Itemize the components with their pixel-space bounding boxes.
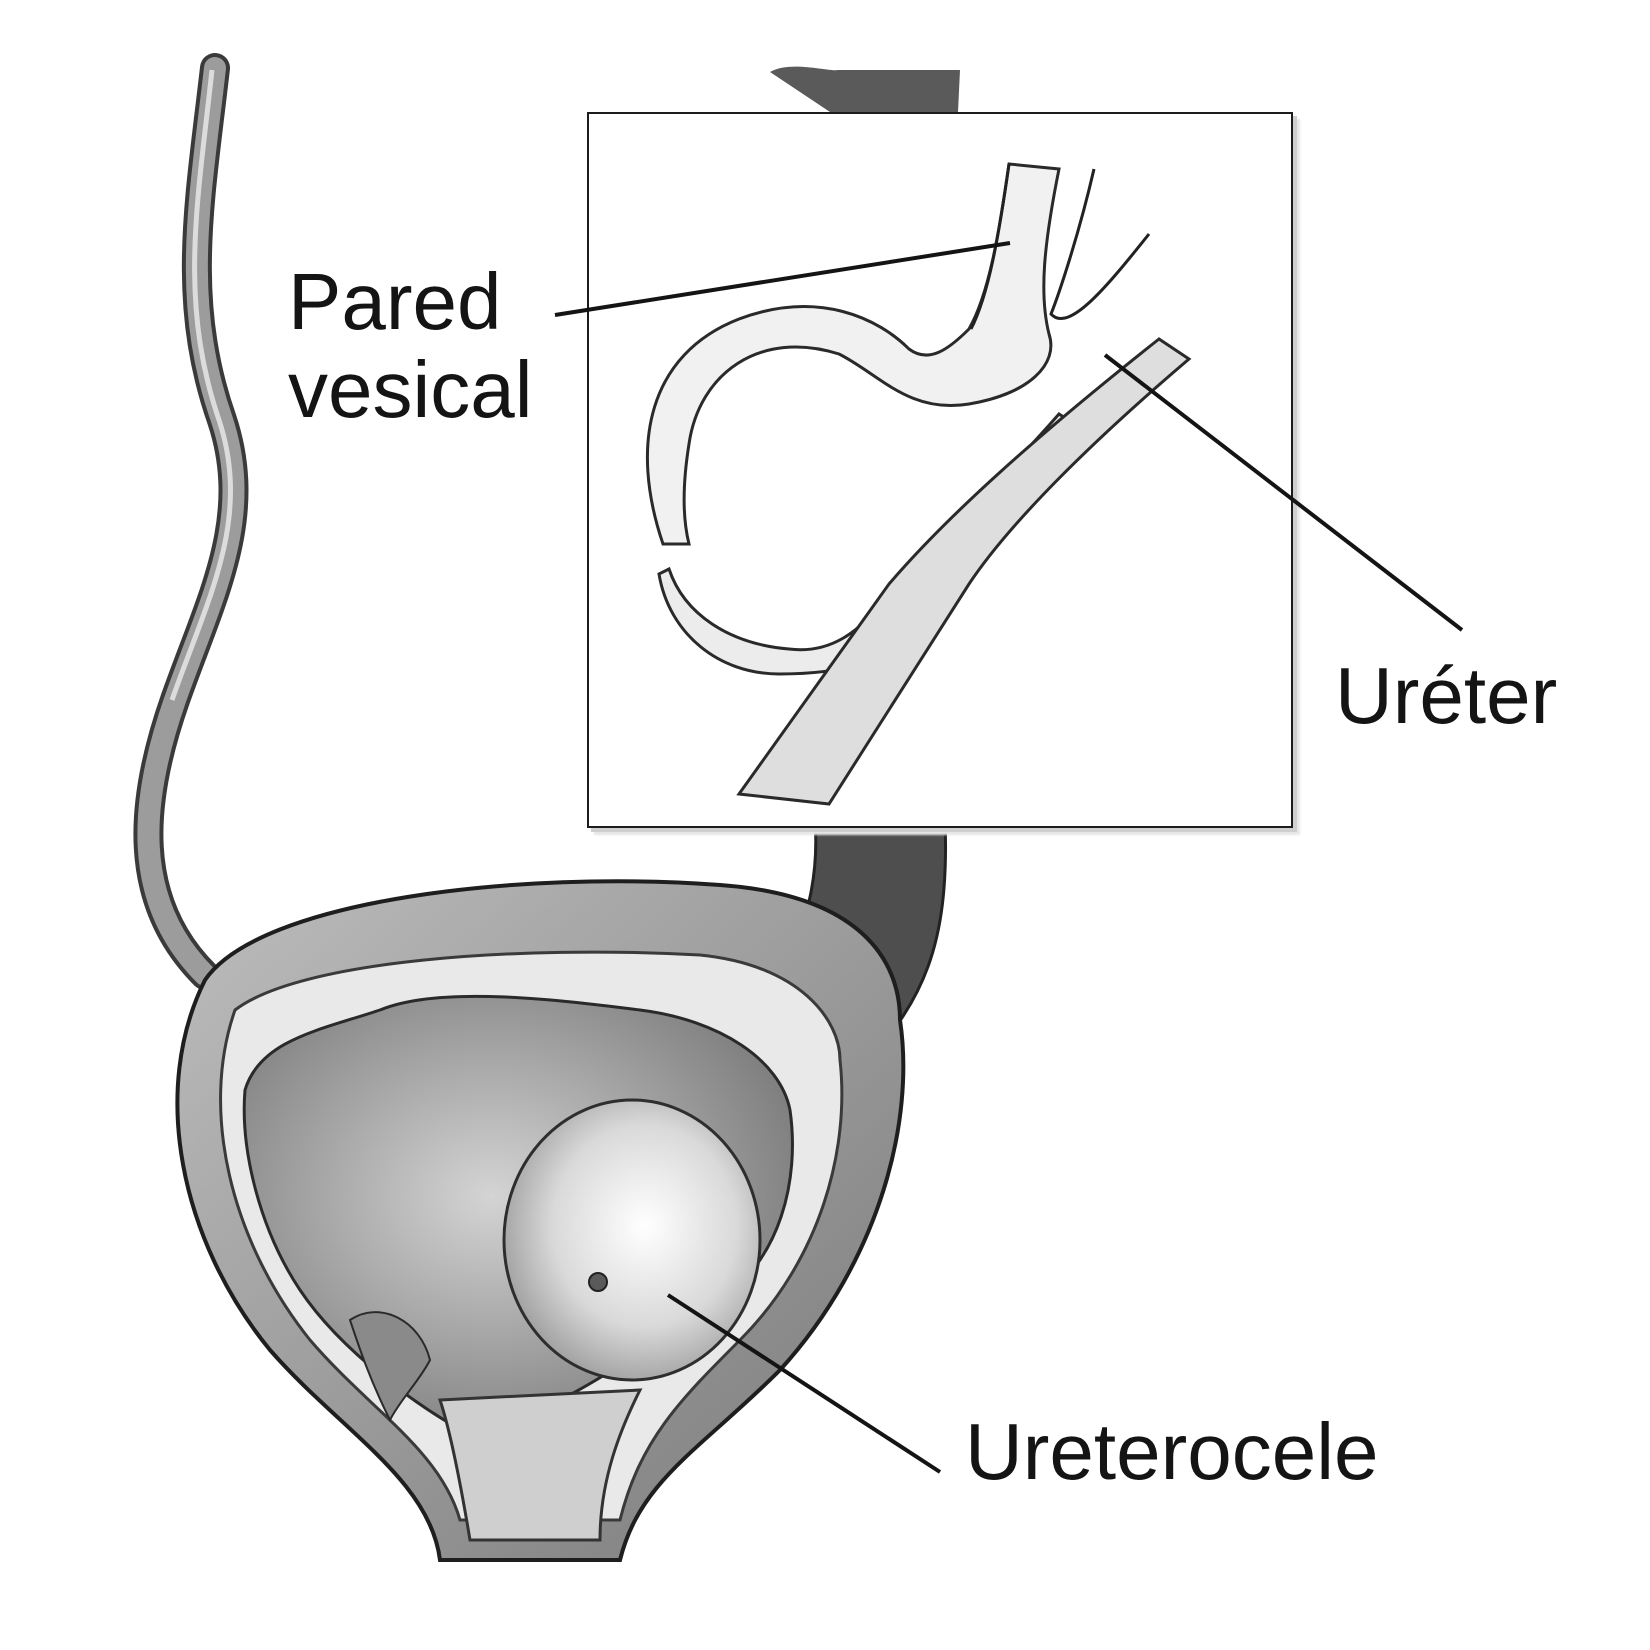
inset-ureter (736, 337, 1192, 806)
label-pared-vesical-line1: Pared (288, 257, 502, 346)
inset-magnified-view (587, 112, 1293, 828)
ureterocele (502, 1098, 762, 1382)
label-ureterocele-text: Ureterocele (965, 1407, 1379, 1496)
inset-illustration (646, 162, 1192, 806)
ureter-orifice (588, 1272, 608, 1292)
label-ureterocele: Ureterocele (965, 1408, 1379, 1496)
left-ureter-orifice (348, 1311, 432, 1423)
inset-bladder-wall-upper (646, 162, 1061, 546)
label-pared-vesical-line2: vesical (288, 345, 533, 434)
label-ureter-text: Uréter (1335, 651, 1558, 740)
label-pared-vesical: Pared vesical (288, 258, 533, 434)
leader-line-ureter (1103, 353, 1464, 632)
label-ureter: Uréter (1335, 652, 1557, 740)
left-ureter (133, 53, 249, 990)
leader-line-pared-vesical (554, 241, 1011, 317)
leader-line-ureterocele (666, 1293, 942, 1474)
